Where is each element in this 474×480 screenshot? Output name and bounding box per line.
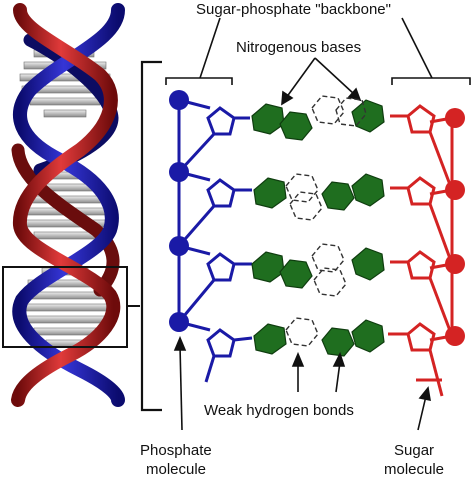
label-backbone: Sugar-phosphate "backbone" bbox=[196, 1, 391, 18]
phosphate-circle bbox=[169, 236, 189, 256]
helix-strand-red bbox=[11, 3, 121, 407]
zoom-bracket bbox=[140, 60, 162, 412]
red-backbone bbox=[388, 104, 454, 397]
label-phosphate-molecule: molecule bbox=[146, 461, 206, 478]
phosphate-circle bbox=[169, 162, 189, 182]
phosphate-circle bbox=[169, 312, 189, 332]
phosphate-circle bbox=[169, 90, 189, 110]
label-sugar: Sugar bbox=[394, 442, 434, 459]
phosphate-groups-red bbox=[445, 108, 465, 346]
phosphate-circle bbox=[445, 108, 465, 128]
top-label-brackets bbox=[165, 17, 471, 85]
phosphate-circle bbox=[445, 180, 465, 200]
label-phosphate: Phosphate bbox=[140, 442, 212, 459]
helix-strand-red-back bbox=[11, 143, 120, 297]
bottom-arrows bbox=[173, 335, 431, 431]
blue-backbone bbox=[177, 98, 253, 383]
phosphate-circle bbox=[445, 254, 465, 274]
label-hydrogen-bonds: Weak hydrogen bonds bbox=[204, 402, 354, 419]
base-pairs bbox=[251, 99, 385, 357]
phosphate-circle bbox=[445, 326, 465, 346]
phosphate-groups-blue bbox=[169, 90, 189, 332]
double-helix bbox=[2, 3, 140, 407]
label-sugar-molecule: molecule bbox=[384, 461, 444, 478]
label-nitrogenous-bases: Nitrogenous bases bbox=[236, 39, 361, 56]
bases-arrows bbox=[281, 57, 362, 106]
